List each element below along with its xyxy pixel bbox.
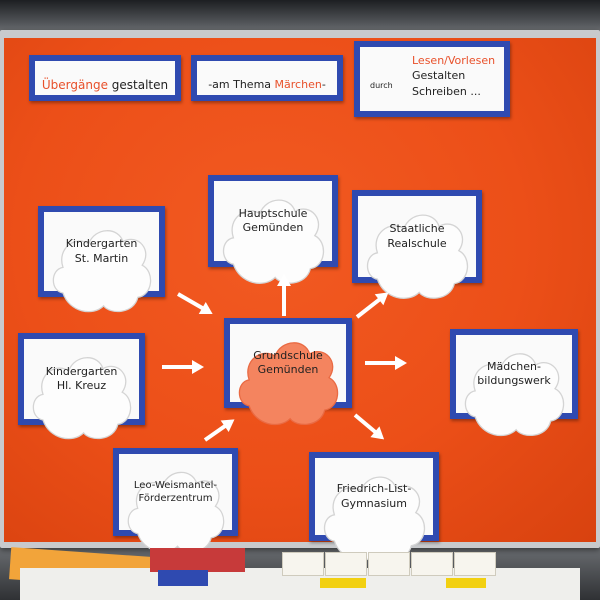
card-kindergarten-st-martin: Kindergarten St. Martin	[38, 206, 165, 313]
cloud-shape-icon	[238, 342, 339, 426]
card-label: Hauptschule Gemünden	[238, 206, 308, 234]
red-display	[150, 548, 245, 572]
cloud-shape-icon	[464, 353, 565, 437]
card-label: Mädchen- bildungswerk	[477, 359, 551, 387]
card-label: Staatliche Realschule	[387, 222, 447, 250]
card-label: Kindergarten St. Martin	[65, 237, 138, 265]
folded-card	[282, 552, 324, 576]
folded-card	[454, 552, 496, 576]
folded-card	[411, 552, 453, 576]
card-label: Kindergarten Hl. Kreuz	[45, 364, 118, 392]
card-label: Leo-Weismantel- Förderzentrum	[133, 480, 218, 504]
card-kindergarten-hl-kreuz: Kindergarten Hl. Kreuz	[18, 333, 145, 440]
methods-line-2: Gestalten	[412, 69, 466, 83]
card-label: Friedrich-List- Gymnasium	[336, 482, 412, 510]
header-card-transitions: Übergänge gestalten	[29, 55, 181, 101]
cloud-shape-icon	[222, 199, 324, 284]
folded-card	[325, 552, 367, 576]
theme-prefix: -am Thema	[208, 78, 275, 91]
highlight-text: Übergänge	[41, 78, 108, 92]
theme-suffix: -	[321, 78, 326, 91]
blue-stand	[158, 570, 208, 586]
card-maedchenbildungswerk: Mädchen- bildungswerk	[450, 329, 578, 437]
yellow-card-stand	[446, 578, 486, 588]
methods-via: durch	[370, 81, 393, 90]
theme-highlight: Märchen	[274, 78, 322, 91]
header-card-methods: durch Lesen/Vorlesen Gestalten Schreiben…	[354, 41, 510, 117]
methods-line-3: Schreiben ...	[412, 84, 481, 98]
cloud-shape-icon	[366, 214, 468, 299]
cloud-shape-icon	[32, 357, 132, 440]
center-label: Grundschule Gemünden	[253, 348, 323, 376]
card-realschule: Staatliche Realschule	[352, 190, 482, 299]
header-card-theme: -am Thema Märchen-	[191, 55, 343, 101]
folded-card	[368, 552, 410, 576]
cloud-shape-icon	[52, 230, 152, 313]
methods-line-1: Lesen/Vorlesen	[412, 54, 496, 67]
card-gymnasium: Friedrich-List- Gymnasium	[309, 452, 439, 561]
card-foerderzentrum: Leo-Weismantel- Förderzentrum	[113, 448, 238, 553]
header-text: gestalten	[107, 78, 169, 92]
card-center-grundschule: Grundschule Gemünden	[224, 318, 352, 426]
yellow-card-stand	[320, 578, 366, 588]
card-hauptschule: Hauptschule Gemünden	[208, 175, 338, 284]
